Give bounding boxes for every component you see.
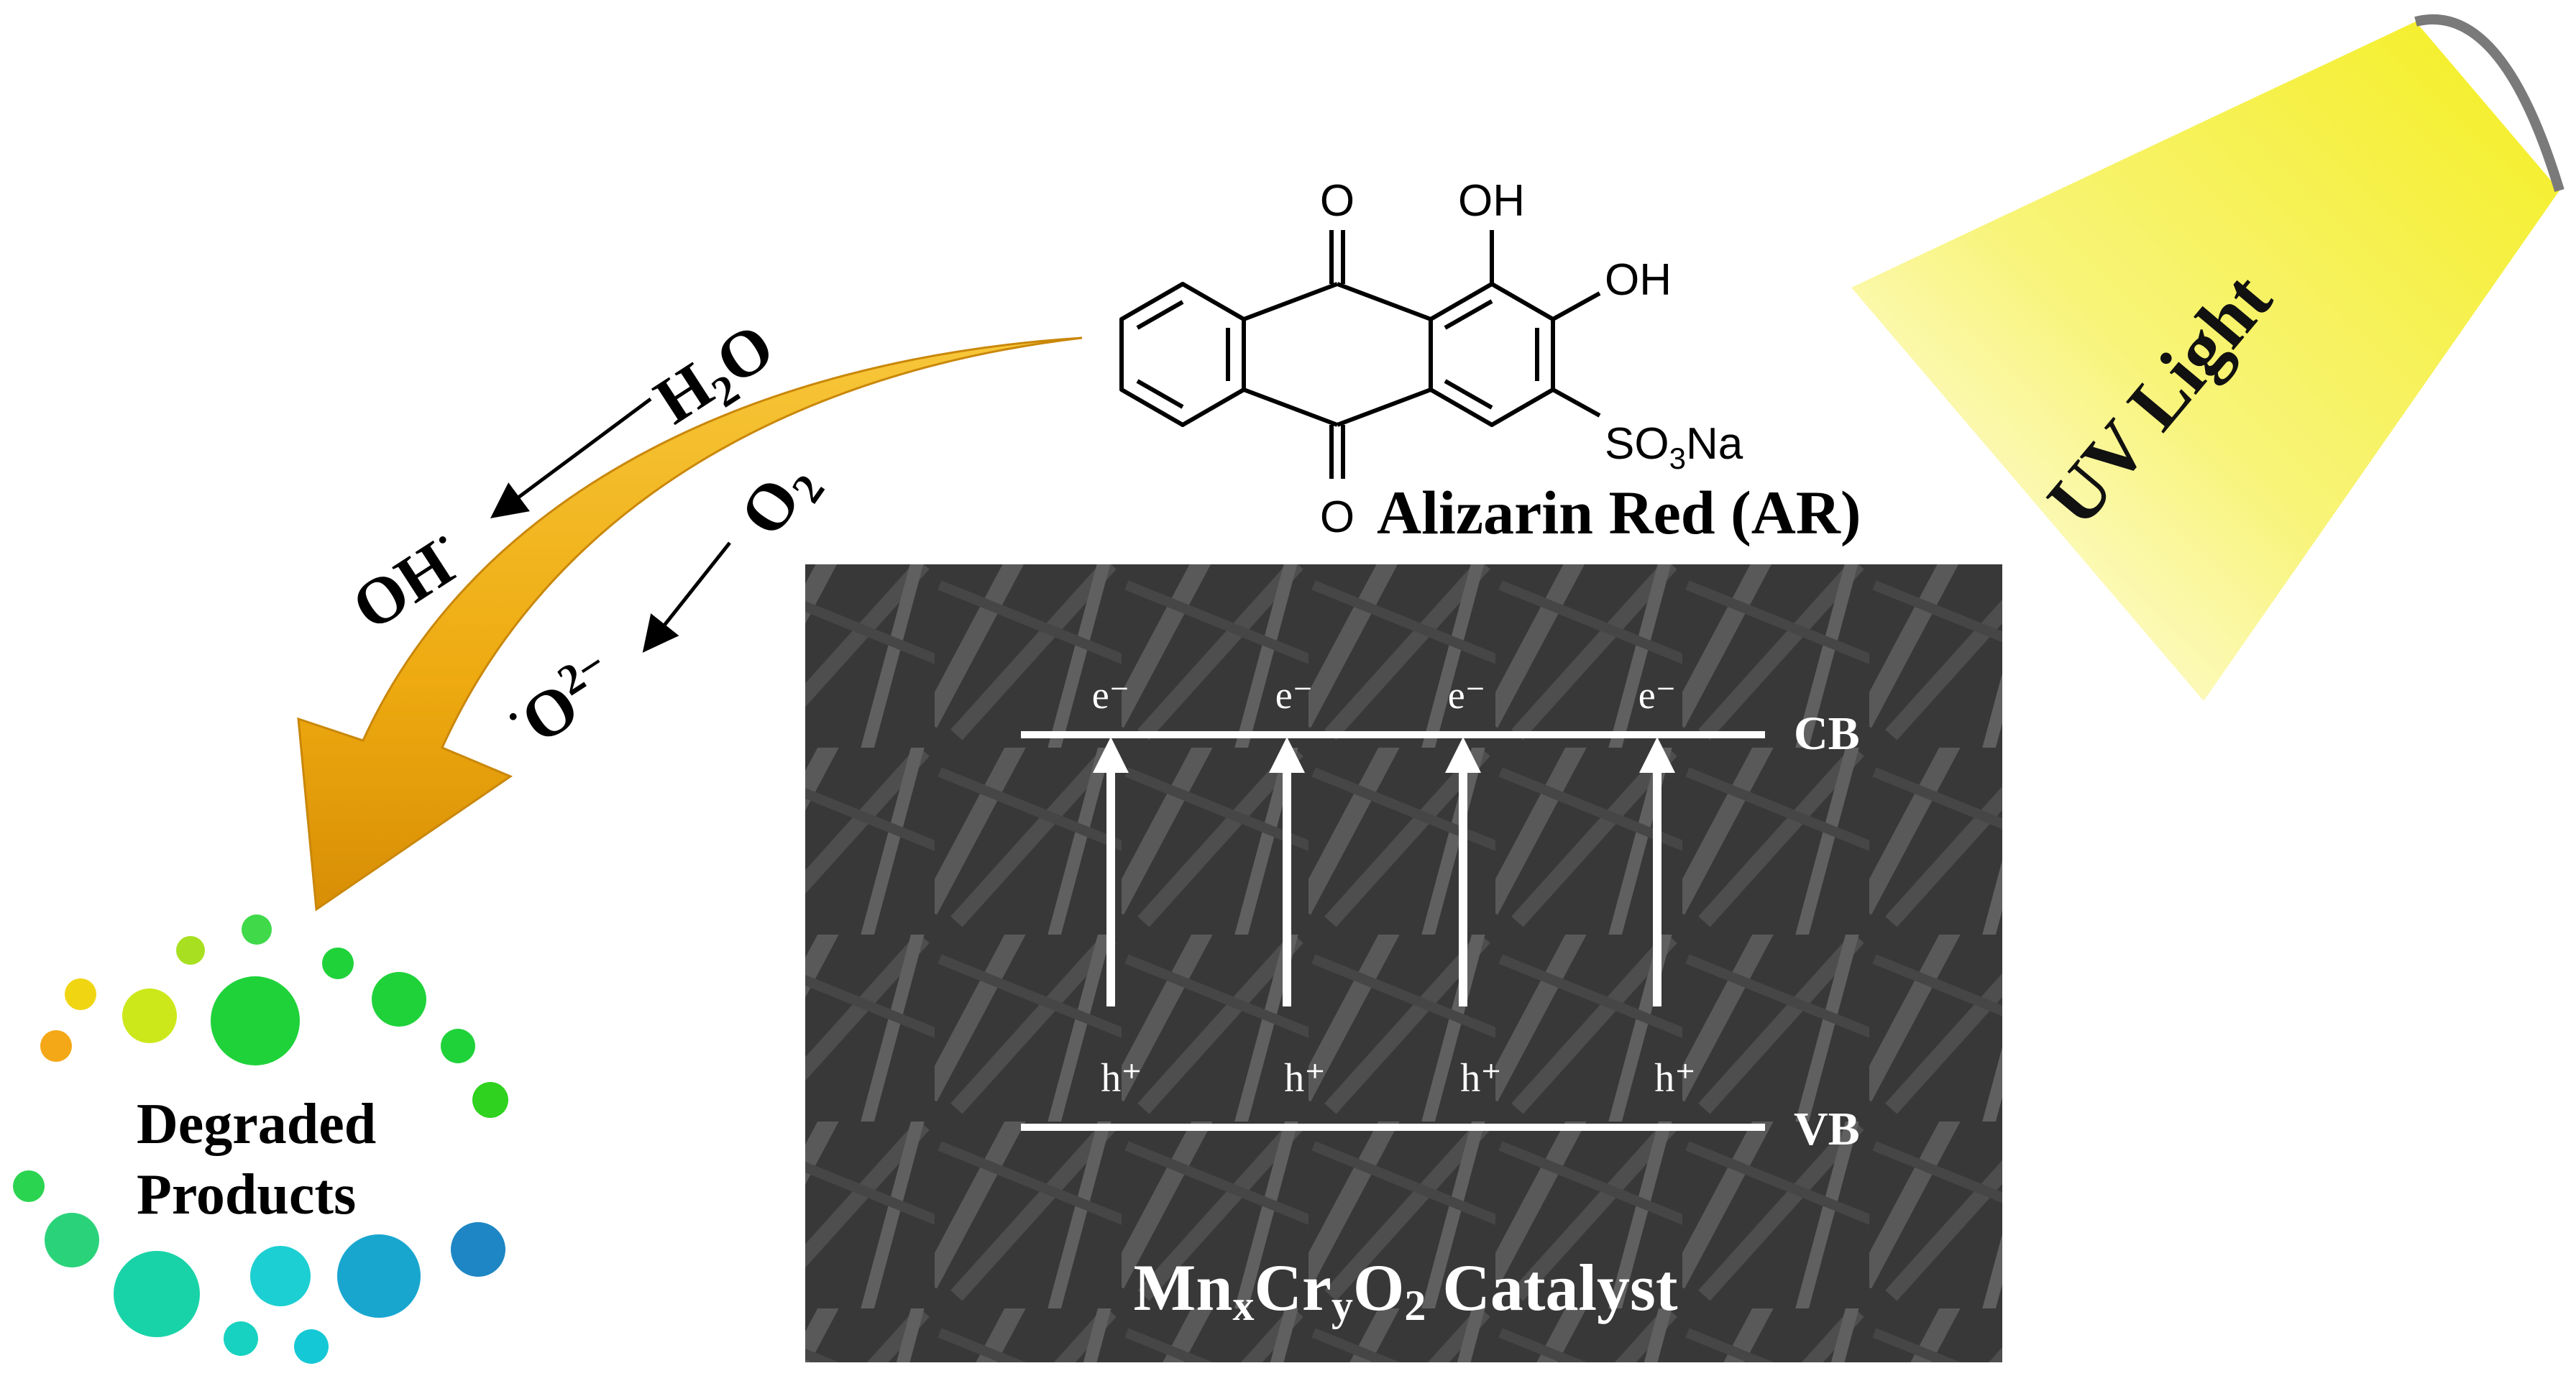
superoxide-label: ·O2− <box>494 640 630 766</box>
oxygen-arrow <box>642 541 731 653</box>
hole-label: h⁺ <box>1284 1056 1326 1101</box>
excitation-arrow <box>1093 737 1129 1006</box>
excitation-arrows <box>1093 737 1675 1006</box>
oxo-top-label: O <box>1320 176 1355 226</box>
product-dot <box>322 948 354 979</box>
water-reaction: H2O OH· <box>337 308 790 644</box>
electron-label: e⁻ <box>1275 674 1313 717</box>
product-dot <box>122 989 177 1043</box>
cb-label: CB <box>1794 707 1860 760</box>
degraded-label-line1: Degraded <box>137 1093 376 1156</box>
degraded-products-label: Degraded Products <box>137 1093 376 1226</box>
product-dot <box>224 1321 258 1356</box>
alizarin-red-structure <box>1119 230 1601 479</box>
hole-label: h⁺ <box>1101 1056 1142 1101</box>
oxygen-reaction: O2 ·O2− <box>494 446 834 766</box>
product-dot <box>211 976 300 1065</box>
product-dot <box>294 1329 329 1364</box>
oxo-bottom-label: O <box>1320 492 1355 542</box>
hydroxyl-2-label: OH <box>1605 255 1672 305</box>
product-dot <box>176 936 205 965</box>
product-dot <box>337 1234 421 1318</box>
electron-label: e⁻ <box>1092 674 1129 717</box>
uv-lamp-rim <box>2414 14 2564 193</box>
sem-image <box>805 564 2002 1362</box>
electron-label: e⁻ <box>1638 674 1676 717</box>
degradation-arrow <box>297 336 1083 912</box>
uv-light: UV Light <box>1851 14 2564 701</box>
product-dot <box>372 972 426 1027</box>
product-dot <box>472 1082 508 1118</box>
product-dot <box>441 1029 475 1063</box>
excitation-arrow <box>1445 737 1481 1006</box>
hole-label: h⁺ <box>1460 1056 1502 1101</box>
product-dot <box>114 1251 200 1337</box>
product-dot <box>250 1246 311 1306</box>
excitation-arrow <box>1639 737 1675 1006</box>
degraded-label-line2: Products <box>137 1163 356 1226</box>
product-dot <box>451 1222 505 1277</box>
vb-label: VB <box>1794 1103 1860 1155</box>
hydroxyl-1-label: OH <box>1458 176 1525 226</box>
product-dot <box>45 1213 99 1267</box>
water-arrow <box>490 397 652 518</box>
electron-label: e⁻ <box>1448 674 1485 717</box>
catalyst-label: MnxCryO2 Catalyst <box>1134 1251 1678 1329</box>
uv-light-beam <box>1851 22 2559 701</box>
sulfonate-label: SO3Na <box>1605 419 1743 475</box>
sem-catalyst-panel: CB VB e⁻ e⁻ <box>805 564 2002 1362</box>
product-dot <box>65 978 96 1010</box>
molecule-name: Alizarin Red (AR) <box>1377 478 1861 547</box>
product-dot <box>13 1170 45 1202</box>
oxygen-label: O2 <box>725 446 834 553</box>
degraded-product-dots <box>13 914 508 1364</box>
product-dot <box>40 1030 72 1062</box>
alizarin-red-atoms: O O OH OH SO3Na <box>1320 176 1743 542</box>
excitation-arrow <box>1269 737 1305 1006</box>
product-dot <box>242 914 272 945</box>
hole-label: h⁺ <box>1654 1056 1696 1101</box>
